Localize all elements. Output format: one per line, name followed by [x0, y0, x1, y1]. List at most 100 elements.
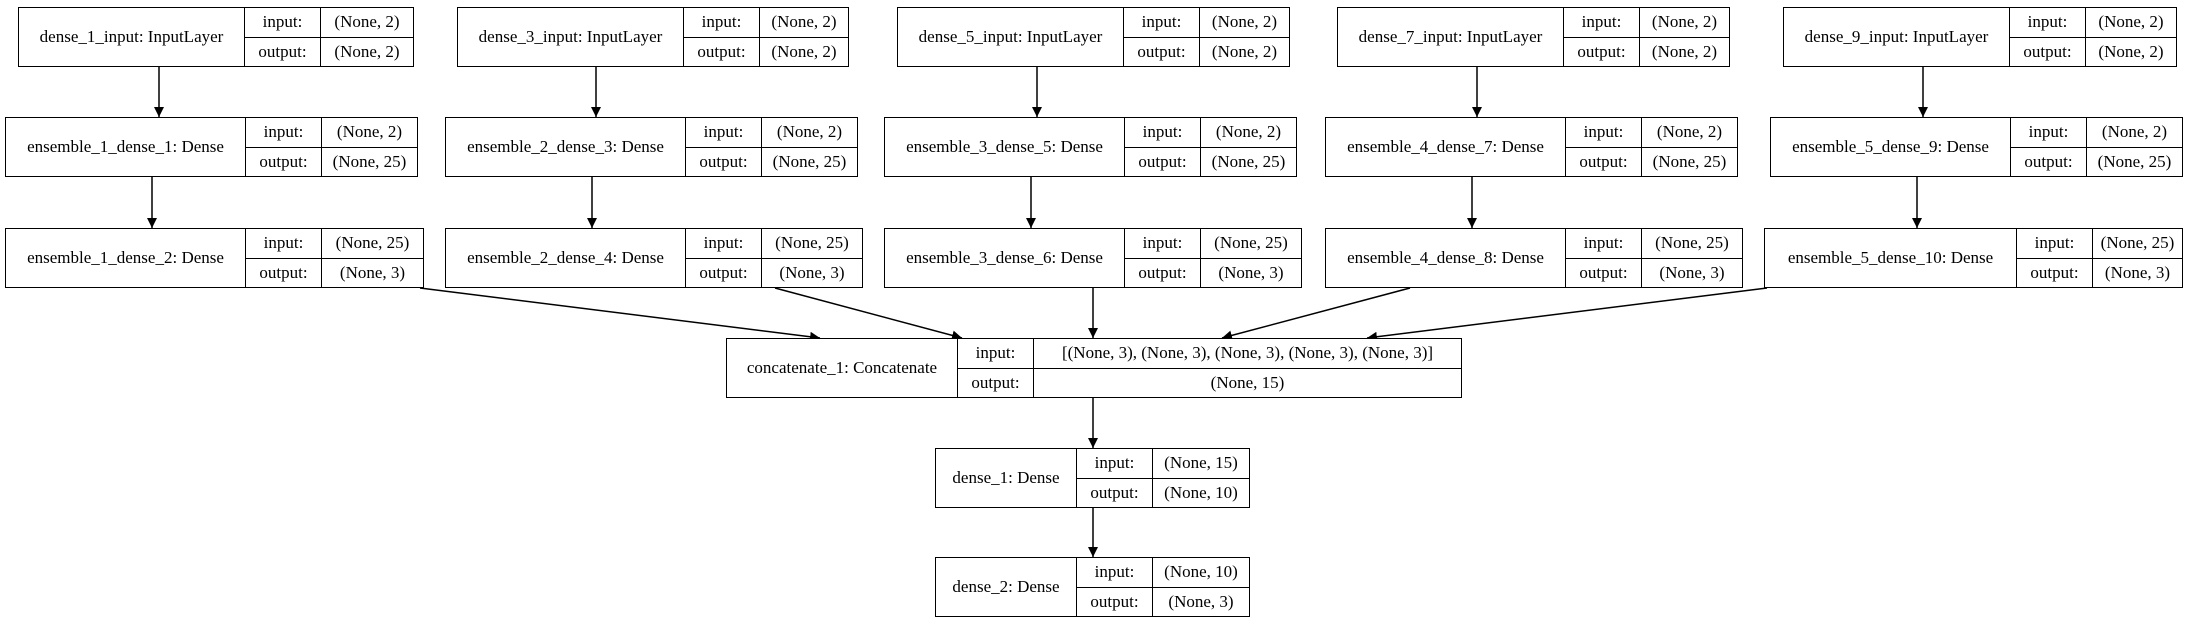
input-shape: (None, 2): [1211, 12, 1278, 32]
input-label: input:: [2017, 229, 2093, 258]
input-label: input:: [1077, 558, 1153, 587]
edge-ensemble-4-dense-8-to-concatenate-1: [1221, 287, 1411, 341]
output-label: output:: [1124, 37, 1200, 66]
input-shape: (None, 2): [1215, 122, 1282, 142]
layer-name: dense_1: Dense: [936, 449, 1077, 507]
layer-name: dense_3_input: InputLayer: [458, 8, 684, 66]
input-shape: (None, 15): [1164, 453, 1238, 473]
output-label: output:: [1566, 147, 1642, 176]
output-label: output:: [686, 147, 762, 176]
input-shape: (None, 2): [1651, 12, 1718, 32]
output-label: output:: [246, 258, 322, 287]
input-label: input:: [686, 118, 762, 147]
output-shape: (None, 3): [1659, 262, 1725, 282]
output-label: output:: [684, 37, 760, 66]
input-shape: (None, 2): [771, 12, 837, 32]
layer-name: ensemble_4_dense_7: Dense: [1326, 118, 1566, 176]
output-label: output:: [958, 368, 1034, 397]
output-shape: (None, 3): [339, 262, 406, 282]
layer-name: ensemble_2_dense_4: Dense: [446, 229, 686, 287]
output-label: output:: [1077, 478, 1153, 507]
input-label: input:: [2011, 118, 2087, 147]
input-label: input:: [1125, 229, 1201, 258]
layer-name: ensemble_1_dense_1: Dense: [6, 118, 246, 176]
input-shape: (None, 2): [334, 12, 400, 32]
input-label: input:: [246, 229, 322, 258]
output-shape: (None, 2): [1651, 41, 1718, 61]
input-label: input:: [1566, 229, 1642, 258]
output-shape: (None, 25): [1211, 151, 1286, 171]
input-label: input:: [1124, 8, 1200, 37]
input-label: input:: [1564, 8, 1640, 37]
output-label: output:: [1125, 147, 1201, 176]
output-shape: (None, 25): [2097, 151, 2172, 171]
layer-name: ensemble_3_dense_6: Dense: [885, 229, 1125, 287]
input-shape: (None, 2): [1656, 122, 1723, 142]
layer-name: ensemble_2_dense_3: Dense: [446, 118, 686, 176]
output-shape: (None, 10): [1164, 482, 1238, 502]
input-label: input:: [1077, 449, 1153, 478]
layer-name: concatenate_1: Concatenate: [727, 339, 958, 397]
input-shape: (None, 25): [2100, 233, 2175, 253]
output-label: output:: [246, 147, 322, 176]
output-shape: (None, 25): [772, 151, 847, 171]
output-shape: (None, 2): [1211, 41, 1278, 61]
output-shape: (None, 3): [2104, 262, 2171, 282]
input-shape: [(None, 3), (None, 3), (None, 3), (None,…: [1061, 343, 1434, 363]
input-label: input:: [1566, 118, 1642, 147]
edge-ensemble-1-dense-2-to-concatenate-1: [419, 287, 821, 342]
output-shape: (None, 2): [771, 41, 837, 61]
input-label: input:: [246, 118, 322, 147]
input-shape: (None, 2): [336, 122, 403, 142]
input-shape: (None, 2): [2101, 122, 2168, 142]
input-label: input:: [686, 229, 762, 258]
input-label: input:: [1125, 118, 1201, 147]
output-shape: (None, 3): [1218, 262, 1284, 282]
input-label: input:: [2010, 8, 2086, 37]
output-label: output:: [1564, 37, 1640, 66]
output-label: output:: [2011, 147, 2087, 176]
input-label: input:: [684, 8, 760, 37]
output-label: output:: [2017, 258, 2093, 287]
output-label: output:: [686, 258, 762, 287]
input-shape: (None, 25): [335, 233, 410, 253]
layer-name: dense_7_input: InputLayer: [1338, 8, 1564, 66]
output-shape: (None, 3): [779, 262, 845, 282]
layer-name: ensemble_1_dense_2: Dense: [6, 229, 246, 287]
output-shape: (None, 25): [1652, 151, 1727, 171]
layer-name: ensemble_5_dense_10: Dense: [1765, 229, 2017, 287]
output-label: output:: [2010, 37, 2086, 66]
output-label: output:: [1077, 587, 1153, 616]
layer-name: dense_1_input: InputLayer: [19, 8, 245, 66]
output-label: output:: [1125, 258, 1201, 287]
output-label: output:: [245, 37, 321, 66]
layer-name: dense_9_input: InputLayer: [1784, 8, 2010, 66]
input-label: input:: [245, 8, 321, 37]
edge-ensemble-2-dense-4-to-concatenate-1: [774, 287, 963, 341]
input-shape: (None, 25): [1214, 233, 1288, 253]
input-label: input:: [958, 339, 1034, 368]
input-shape: (None, 2): [776, 122, 843, 142]
layer-name: dense_2: Dense: [936, 558, 1077, 616]
output-shape: (None, 2): [334, 41, 400, 61]
edge-ensemble-5-dense-10-to-concatenate-1: [1366, 287, 1768, 342]
input-shape: (None, 2): [2098, 12, 2164, 32]
